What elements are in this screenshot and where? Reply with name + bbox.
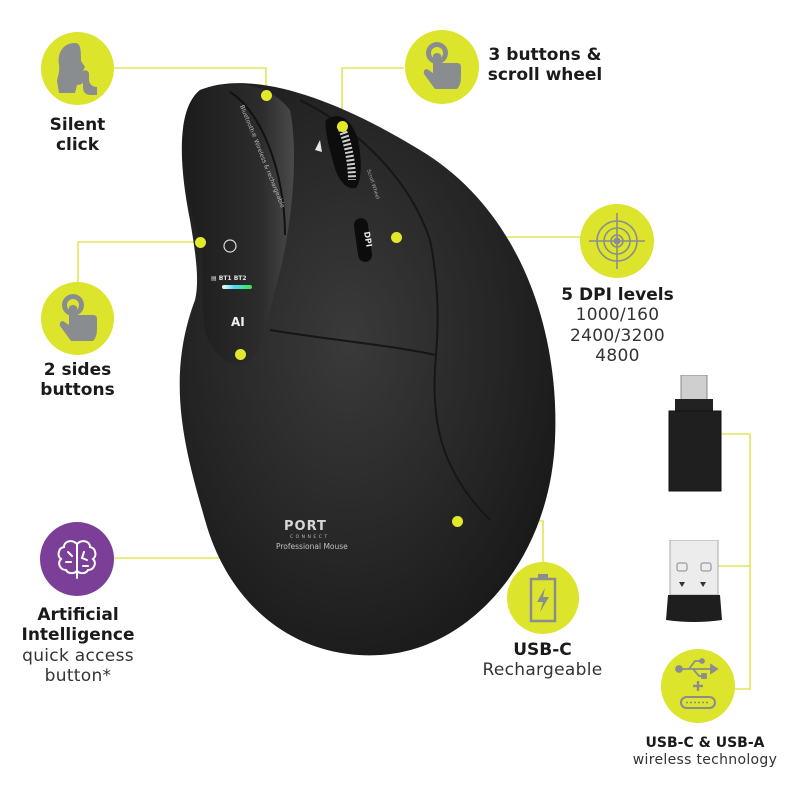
svg-text:PORT: PORT	[284, 519, 327, 534]
three-buttons-title: 3 buttons &scroll wheel	[487, 45, 603, 86]
dpi-button-label: DPI	[362, 231, 374, 248]
usb-a-plus-usb-c-icon	[675, 658, 719, 709]
svg-text:Professional Mouse: Professional Mouse	[276, 542, 348, 551]
callout-dot-usb-charging	[452, 516, 463, 527]
tap-finger-icon	[59, 293, 97, 341]
target-crosshair-icon	[589, 213, 645, 269]
callout-dot-silent-click	[261, 90, 272, 101]
silent-click-badge	[41, 32, 114, 105]
usb-c-dongle-image	[668, 375, 722, 492]
usb-c-charge-text: USB-C Rechargeable	[482, 640, 603, 681]
ai-badge	[40, 522, 114, 596]
usb-wireless-text: USB-C & USB-A wireless technology	[632, 735, 778, 768]
three-buttons-badge	[405, 30, 479, 104]
svg-text:▤ BT1 BT2: ▤ BT1 BT2	[211, 275, 247, 282]
usb-c-charge-badge	[507, 562, 579, 634]
usb-wireless-badge	[661, 649, 735, 723]
dpi-text: 5 DPI levels 1000/160 2400/3200 4800	[561, 285, 674, 367]
side-buttons-badge	[41, 282, 114, 355]
svg-text:CONNECT: CONNECT	[290, 534, 330, 540]
svg-text:AI: AI	[231, 315, 245, 329]
callout-dot-dpi	[391, 232, 402, 243]
battery-charging-icon	[529, 574, 557, 623]
brain-circuit-icon	[57, 540, 97, 579]
ai-text: Artificial Intelligence quick access but…	[21, 605, 135, 687]
callout-dot-side-buttons	[195, 237, 206, 248]
silent-shh-icon	[56, 42, 97, 95]
usb-a-dongle-image	[666, 540, 722, 622]
callout-dot-ai-button	[235, 349, 246, 360]
tap-finger-icon	[423, 42, 461, 89]
callout-dot-scroll-wheel	[337, 121, 348, 132]
dpi-badge	[580, 204, 654, 278]
